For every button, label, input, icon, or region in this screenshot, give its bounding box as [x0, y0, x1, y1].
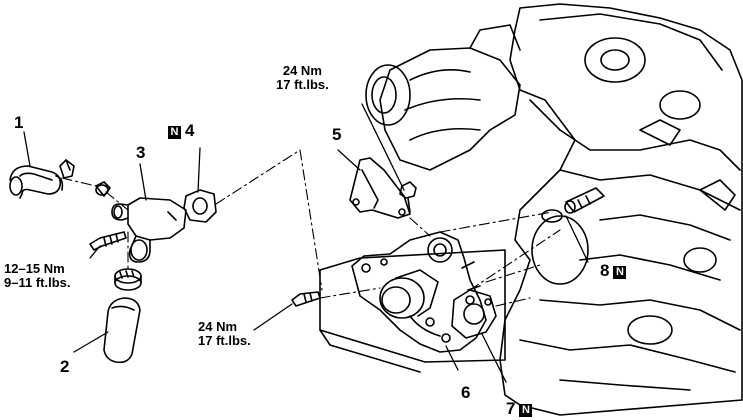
callout-1: 1	[14, 113, 24, 132]
callout-3: 3	[136, 143, 146, 162]
hose-clamp-upper	[59, 159, 75, 179]
torque-top-nm: 24 Nm	[282, 63, 322, 78]
water-inlet-fitting-part-3	[95, 181, 187, 263]
gasket-part-4	[183, 189, 217, 223]
hose-clamp-lower	[114, 268, 142, 291]
mounting-plate	[319, 249, 506, 373]
torque-left-nm: 12–15 Nm	[4, 261, 65, 276]
bolt-left	[89, 231, 127, 251]
engine-block	[365, 3, 743, 416]
hose-part-1	[9, 165, 64, 199]
callout-7: 7	[506, 399, 516, 418]
callout-5: 5	[332, 125, 342, 144]
torque-spec-top: 24 Nm 17 ft.lbs.	[276, 64, 329, 91]
torque-bottom-ft: 17 ft.lbs.	[198, 332, 251, 348]
callout-8: 8	[600, 261, 610, 280]
n-badge-7: N	[519, 404, 533, 417]
callout-6: 6	[461, 383, 471, 402]
gasket-part-7	[451, 289, 497, 339]
torque-top-ft: 17 ft.lbs.	[276, 76, 329, 92]
pipe-part-8	[564, 187, 605, 214]
leader-lines	[23, 103, 589, 383]
bolt-top	[399, 181, 417, 213]
callout-4: 4	[185, 121, 195, 140]
torque-spec-bottom: 24 Nm 17 ft.lbs.	[198, 320, 251, 347]
bracket-part-5	[349, 157, 411, 219]
hose-part-2	[103, 297, 141, 364]
torque-spec-left: 12–15 Nm 9–11 ft.lbs.	[4, 262, 70, 289]
alignment-lines	[61, 149, 561, 307]
torque-bottom-nm: 24 Nm	[198, 319, 238, 334]
n-badge-8: N	[613, 266, 627, 279]
callout-2: 2	[60, 357, 70, 376]
bolt-bottom	[291, 291, 321, 307]
n-badge-4: N	[168, 126, 181, 139]
torque-left-ft: 9–11 ft.lbs.	[4, 274, 71, 290]
